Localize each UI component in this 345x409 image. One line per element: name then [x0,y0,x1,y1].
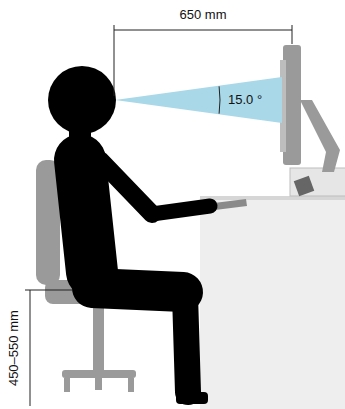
dimension-label: 450–550 mm [7,308,21,388]
vertical-dimension [25,290,72,406]
viewing-cone [115,77,282,123]
mouse [294,176,315,197]
monitor [280,45,345,196]
desk [200,196,345,409]
foot [176,392,208,404]
seated-person [80,120,210,392]
angle-arc [219,86,221,113]
head [48,66,116,134]
horizontal-dimension [114,25,292,96]
dimension-label: 650 mm [178,8,229,22]
angle-label: 15.0 ° [226,93,264,107]
desk-top [200,196,345,200]
